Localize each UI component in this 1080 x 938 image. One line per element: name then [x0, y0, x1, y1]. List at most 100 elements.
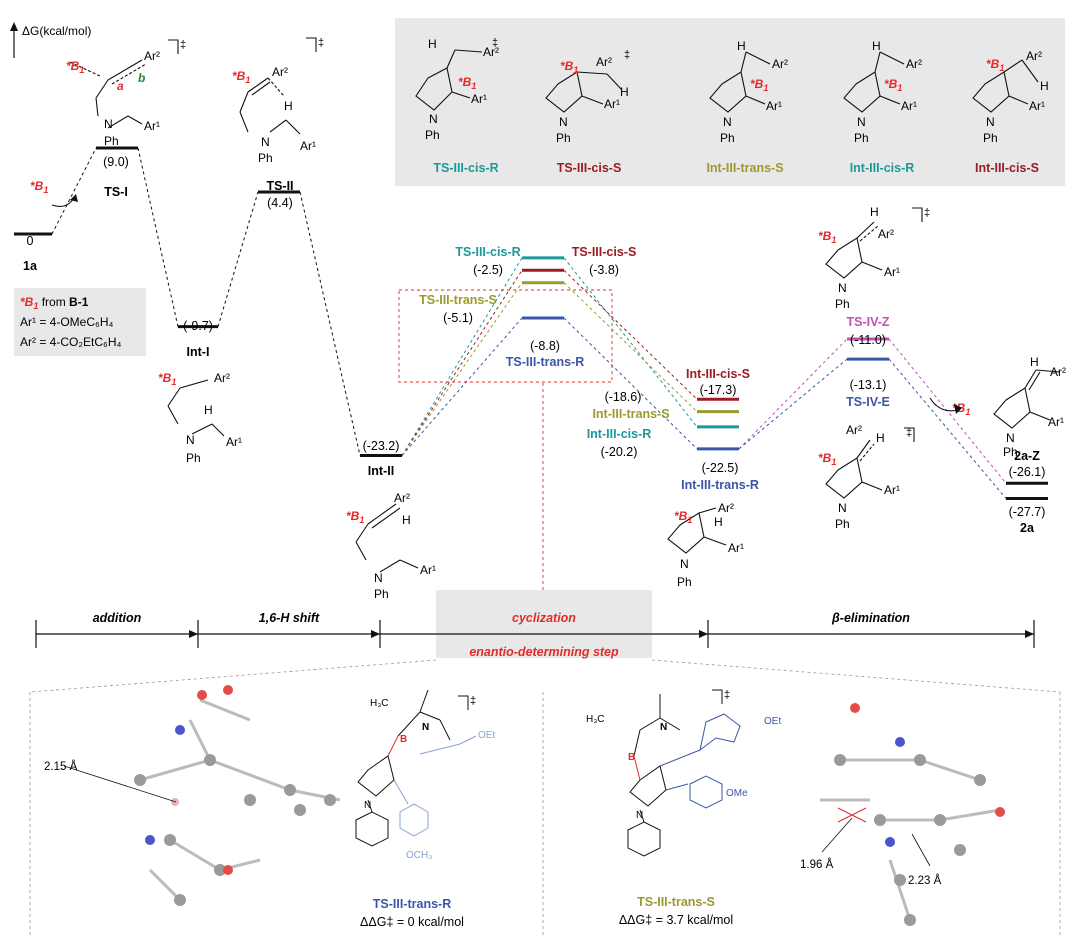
n-left: N [364, 800, 371, 811]
stage-bar [35, 620, 1035, 648]
inset-ph-3: Ph [720, 131, 735, 145]
inset-structure-ts-iii-cis-s [545, 71, 623, 113]
distance-label-1: 2.15 Å [44, 760, 78, 773]
int-ii-ar1: Ar¹ [420, 563, 436, 577]
structure-ts-iv-e [825, 427, 915, 499]
structure-ts-iv-z [825, 207, 923, 279]
int-ii-ar2: Ar² [394, 491, 410, 505]
ts-i-ph: Ph [104, 134, 119, 148]
nhc-n-left: N [422, 722, 429, 733]
inset-ar1-2: Ar¹ [604, 97, 620, 111]
stage-h-shift: 1,6-H shift [259, 611, 320, 625]
inset-ar2-5: Ar² [1026, 49, 1042, 63]
label-ts-iii-cis-r: TS-III-cis-R [455, 245, 520, 259]
structure-int-ii [355, 503, 419, 573]
ts-ii-ar1: Ar¹ [300, 139, 316, 153]
ts-i-ar2: Ar² [144, 49, 160, 63]
label-int-iii-trans-r: Int-III-trans-R [681, 478, 759, 492]
n-right: N [636, 810, 643, 821]
inset-h-1: H [428, 37, 437, 51]
connector-ts-ii-to-int-ii [299, 191, 361, 456]
stage-addition: addition [93, 611, 142, 625]
int-iii-trans-r-b1: *B1 [674, 509, 692, 525]
2d-structure-ts-iii-trans-s-text: H₃C B N N OMe OEt ‡ TS-III-trans-S ΔΔG‡ … [586, 689, 781, 927]
distance-label-3: 2.23 Å [908, 874, 942, 887]
oet-left: OEt [478, 730, 495, 741]
ts-iv-z-ar1: Ar¹ [884, 265, 900, 279]
connector-ts-iv-z-to-2a-z [888, 338, 1007, 484]
int-iii-trans-r-h: H [714, 515, 723, 529]
stage-labels: addition 1,6-H shift cyclization β-elimi… [93, 611, 911, 659]
ome-right: OMe [726, 788, 748, 799]
connector-ts-i-to-int-i [137, 147, 179, 327]
ts-i-n: N [104, 117, 113, 131]
label-2a-energy: (-27.7) [1009, 505, 1046, 519]
structure-int-iii-trans-r [667, 507, 727, 554]
distance-label-2: 1.96 Å [800, 858, 834, 871]
inset-ph-2: Ph [556, 131, 571, 145]
label-int-iii-cis-r: Int-III-cis-R [587, 427, 652, 441]
legend-line-2: Ar¹ = 4-OMeC₆H₄ [20, 315, 114, 329]
structure-2a-z [993, 369, 1061, 429]
inset-h-4: H [872, 39, 881, 53]
inset-dagger-2: ‡ [624, 49, 630, 61]
inset-box [395, 18, 1065, 186]
stage-cyclization: cyclization [512, 611, 576, 625]
label-int-iii-cis-r-energy: (-20.2) [601, 445, 638, 459]
2a-z-h: H [1030, 355, 1039, 369]
ts-iv-e-dagger: ‡ [906, 427, 912, 439]
connector-ts-iv-e-to-2a [888, 358, 1007, 499]
ts-ii-h: H [284, 99, 293, 113]
inset-n-2: N [559, 115, 568, 129]
radical-b1-left: *B1 [30, 179, 48, 195]
stage-beta-elimination: β-elimination [831, 611, 910, 625]
label-ts-i: TS-I [104, 185, 128, 199]
int-ii-b1: *B1 [346, 509, 364, 525]
connector-int-ii-to-ts-iii-trans-s [401, 282, 523, 456]
ts-iv-e-n: N [838, 501, 847, 515]
label-2a-z-energy: (-26.1) [1009, 465, 1046, 479]
label-1a-energy: 0 [27, 234, 34, 248]
label-2a: 2a [1020, 521, 1035, 535]
int-iii-trans-r-ar1: Ar¹ [728, 541, 744, 555]
inset-h-5: H [1040, 79, 1049, 93]
2d-structure-ts-iii-trans-r [355, 689, 477, 847]
cyclization-stage-box [436, 590, 652, 658]
inset-label-ts-iii-cis-r: TS-III-cis-R [433, 161, 498, 175]
inset-label-int-iii-trans-s: Int-III-trans-S [706, 161, 783, 175]
int-iii-trans-r-ar2: Ar² [718, 501, 734, 515]
label-ts-iv-e: TS-IV-E [846, 395, 890, 409]
int-iii-trans-r-ph: Ph [677, 575, 692, 589]
ts-i-b1: *B1 [66, 59, 84, 75]
connector-int-iii-trans-r-to-ts-iv-e [738, 358, 848, 450]
inset-label-int-iii-cis-s: Int-III-cis-S [975, 161, 1039, 175]
connector-int-ii-to-ts-iii-cis-s [401, 270, 523, 456]
ts-iv-z-b1: *B1 [818, 229, 836, 245]
ts-iv-e-ar1: Ar¹ [884, 483, 900, 497]
radical-b1-right: *B1 [952, 401, 970, 417]
ts-ii-n: N [261, 135, 270, 149]
inset-dagger-1: ‡ [492, 37, 498, 49]
boron-right: B [628, 752, 635, 763]
ts-i-dagger: ‡ [180, 39, 186, 51]
ts-iv-e-h: H [876, 431, 885, 445]
2a-z-n: N [1006, 431, 1015, 445]
2a-z-ar2: Ar² [1050, 365, 1066, 379]
label-ts-iv-z-energy: (-11.0) [850, 333, 886, 347]
ts-ii-b1: *B1 [232, 69, 250, 85]
label-ts-iii-cis-r-energy: (-2.5) [473, 263, 503, 277]
int-iii-trans-r-n: N [680, 557, 689, 571]
ts-iv-z-ph: Ph [835, 297, 850, 311]
level-labels: 0 1a (9.0) TS-I (-9.7) Int-I TS-II (4.4)… [23, 155, 1045, 535]
inset-b1-1: *B1 [458, 75, 476, 91]
inset-ar1-4: Ar¹ [901, 99, 917, 113]
label-ts-ii: TS-II [266, 179, 293, 193]
inset-ar2-2: Ar² [596, 55, 612, 69]
label-int-ii: Int-II [368, 464, 394, 478]
label-1a: 1a [23, 259, 38, 273]
int-ii-n: N [374, 571, 383, 585]
bottom-panel-frame [29, 659, 1061, 938]
int-i-ar1: Ar¹ [226, 435, 242, 449]
inset-labels: TS-III-cis-R TS-III-cis-S Int-III-trans-… [433, 161, 1039, 175]
inset-b1-5: *B1 [986, 57, 1004, 73]
